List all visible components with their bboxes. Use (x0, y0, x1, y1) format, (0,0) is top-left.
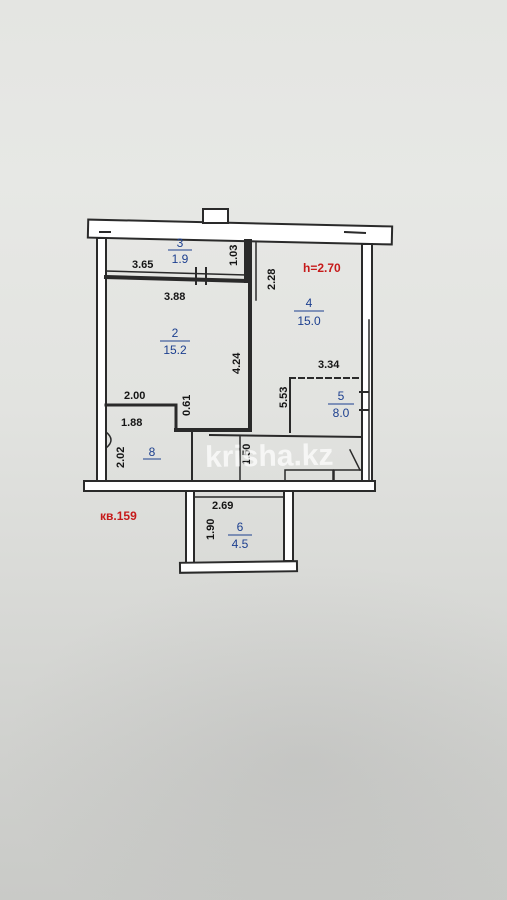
room-labels: 3 1.9 2 15.2 4 15.0 5 8.0 6 4.5 8 (143, 236, 354, 551)
top-wall (86, 218, 394, 246)
room-2-number: 2 (172, 326, 179, 340)
dim-5-53: 5.53 (278, 387, 290, 408)
dimensions: 3.65 1.03 3.88 4.24 2.28 3.34 2.00 0.61 … (115, 245, 340, 540)
dim-2-28: 2.28 (266, 269, 278, 290)
lighting-shadow (0, 560, 507, 900)
dim-1-88: 1.88 (121, 417, 142, 429)
watermark: krisha.kz (205, 439, 334, 474)
dim-3-65: 3.65 (132, 259, 153, 271)
dim-2-69: 2.69 (212, 500, 233, 512)
dim-1-90: 1.90 (205, 519, 217, 540)
bottom-wall (83, 480, 376, 492)
room-8-number: 8 (149, 445, 156, 459)
dim-3-88: 3.88 (164, 291, 185, 303)
dim-2-00: 2.00 (124, 390, 145, 402)
room-2-area: 15.2 (163, 343, 187, 357)
room-4-area: 15.0 (297, 314, 321, 328)
apartment-label: кв.159 (100, 509, 137, 523)
balcony (185, 490, 195, 565)
dim-2-02: 2.02 (115, 447, 127, 468)
dim-3-34: 3.34 (318, 359, 340, 371)
walls (83, 208, 394, 574)
dim-4-24: 4.24 (231, 352, 243, 374)
dim-0-61: 0.61 (181, 395, 193, 416)
room-3-area: 1.9 (172, 252, 189, 266)
room-5-number: 5 (338, 389, 345, 403)
left-wall (96, 237, 107, 485)
dim-1-50: 1.50 (241, 444, 253, 465)
wall-3-2 (103, 274, 249, 284)
room-6-area: 4.5 (232, 537, 249, 551)
right-wall (361, 243, 373, 491)
roof-vent (202, 208, 229, 224)
room-4-number: 4 (306, 296, 313, 310)
room-6-number: 6 (237, 520, 244, 534)
room-5-area: 8.0 (333, 406, 350, 420)
dim-1-03: 1.03 (228, 245, 240, 266)
room-3-number: 3 (177, 236, 184, 250)
ceiling-height: h=2.70 (303, 261, 341, 275)
